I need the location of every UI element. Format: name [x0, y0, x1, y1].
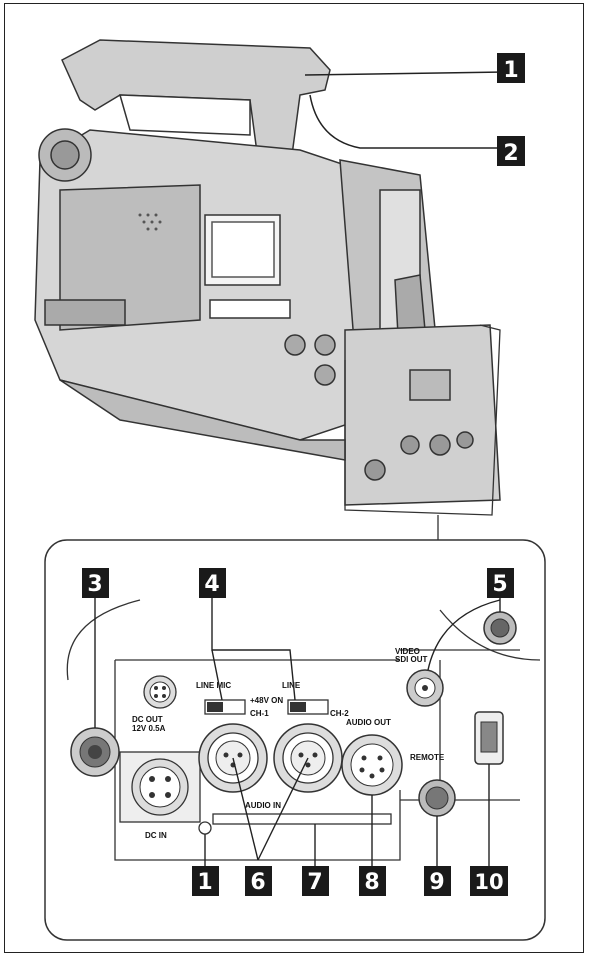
audio-out-label: AUDIO OUT — [346, 718, 391, 727]
callout-4-label: 4 — [204, 572, 219, 597]
callout-2-top-label: 2 — [503, 141, 518, 166]
dc-out-label: DC OUT — [132, 715, 163, 724]
callout-1-bottom: 1 — [192, 866, 219, 896]
connector-5-bnc — [484, 612, 516, 644]
callout-3: 3 — [82, 568, 109, 598]
callout-5: 5 — [487, 568, 514, 598]
remote-label: REMOTE — [410, 753, 445, 762]
connector-3-jack — [71, 728, 119, 776]
callout-9: 9 — [424, 866, 451, 896]
leader-1-top — [305, 72, 505, 75]
callout-3-label: 3 — [87, 572, 102, 597]
callout-7-label: 7 — [307, 870, 322, 895]
audio-in-label: AUDIO IN — [245, 801, 281, 810]
callout-4: 4 — [199, 568, 226, 598]
sdi-out-bnc — [407, 670, 443, 706]
dc-out-connector — [144, 676, 176, 708]
callout-1-top: 1 — [497, 53, 525, 83]
indicator-1-bottom — [199, 822, 211, 834]
line-mic-label-ch1: LINE MIC — [196, 681, 231, 690]
camcorder-illustration — [35, 40, 500, 505]
callout-10-label: 10 — [474, 870, 503, 894]
sdi-out-label: SDI OUT — [395, 655, 428, 664]
ch2-label: CH-2 — [330, 709, 349, 718]
audio-in-bar — [213, 814, 391, 824]
callout-7: 7 — [302, 866, 329, 896]
callout-6: 6 — [245, 866, 272, 896]
line-label-ch2: LINE — [282, 681, 301, 690]
dc-in-label: DC IN — [145, 831, 167, 840]
mic-48v-label: +48V ON — [250, 696, 283, 705]
callout-6-label: 6 — [250, 870, 265, 895]
dc-in-connector — [120, 752, 200, 822]
callout-8: 8 — [359, 866, 386, 896]
remote-connector — [419, 780, 455, 816]
audio-out-connector — [342, 735, 402, 795]
callout-1-top-label: 1 — [503, 58, 518, 83]
callout-10: 10 — [470, 866, 508, 896]
callout-5-label: 5 — [492, 572, 507, 597]
callout-2-top: 2 — [497, 136, 525, 166]
line-mic-switch-ch2 — [288, 700, 328, 714]
callout-8-label: 8 — [364, 870, 379, 895]
callout-1-bottom-label: 1 — [197, 870, 212, 895]
dc-out-spec-label: 12V 0.5A — [132, 724, 166, 733]
leader-2-top — [310, 95, 505, 148]
ch1-label: CH-1 — [250, 709, 269, 718]
line-mic-switch-ch1 — [205, 700, 245, 714]
callout-9-label: 9 — [429, 870, 444, 895]
connector-10-port — [475, 712, 503, 764]
